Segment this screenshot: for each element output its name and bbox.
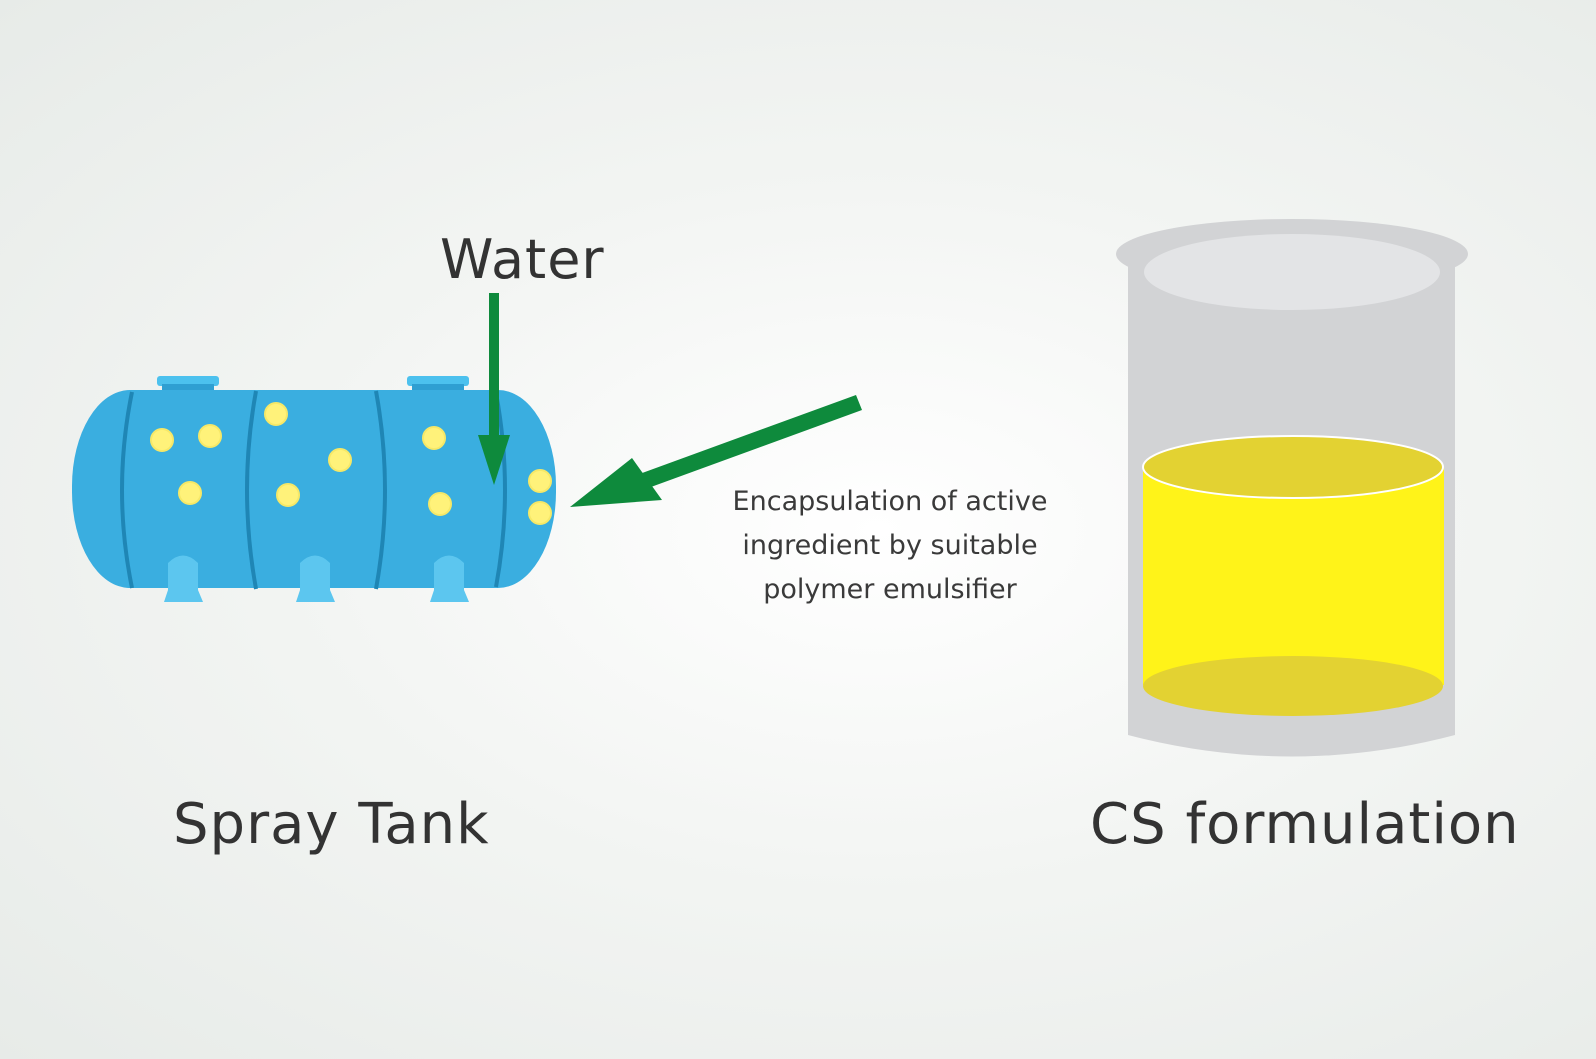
tank-hatch-left-base [162, 384, 214, 390]
spray-tank-label: Spray Tank [173, 792, 490, 857]
water-arrow-icon [478, 293, 510, 485]
liquid-surface [1142, 435, 1444, 499]
beaker-mouth [1144, 234, 1440, 310]
water-label: Water [440, 228, 605, 291]
cs-formulation-label: CS formulation [1090, 792, 1520, 857]
encapsulation-arrow-icon [570, 395, 862, 507]
encapsulation-description: Encapsulation of active ingredient by su… [690, 480, 1090, 612]
tank-band [245, 390, 258, 590]
encapsulation-line-2: ingredient by suitable [742, 530, 1038, 561]
tank-hatch-right-base [412, 384, 464, 390]
tank-band [120, 391, 134, 589]
tank-leg [430, 555, 469, 602]
tank-band [374, 390, 387, 590]
spray-tank-icon [72, 376, 556, 602]
beaker-icon [1116, 219, 1468, 757]
tank-band [494, 392, 507, 588]
encapsulation-line-1: Encapsulation of active [732, 486, 1048, 517]
capsule-icon [150, 402, 552, 525]
tank-hatch-left [157, 376, 219, 386]
tank-leg [296, 555, 335, 602]
liquid-body [1143, 467, 1444, 685]
tank-hatch-right [407, 376, 469, 386]
tank-leg [164, 555, 203, 602]
encapsulation-line-3: polymer emulsifier [763, 574, 1017, 605]
liquid-bottom [1143, 656, 1443, 716]
